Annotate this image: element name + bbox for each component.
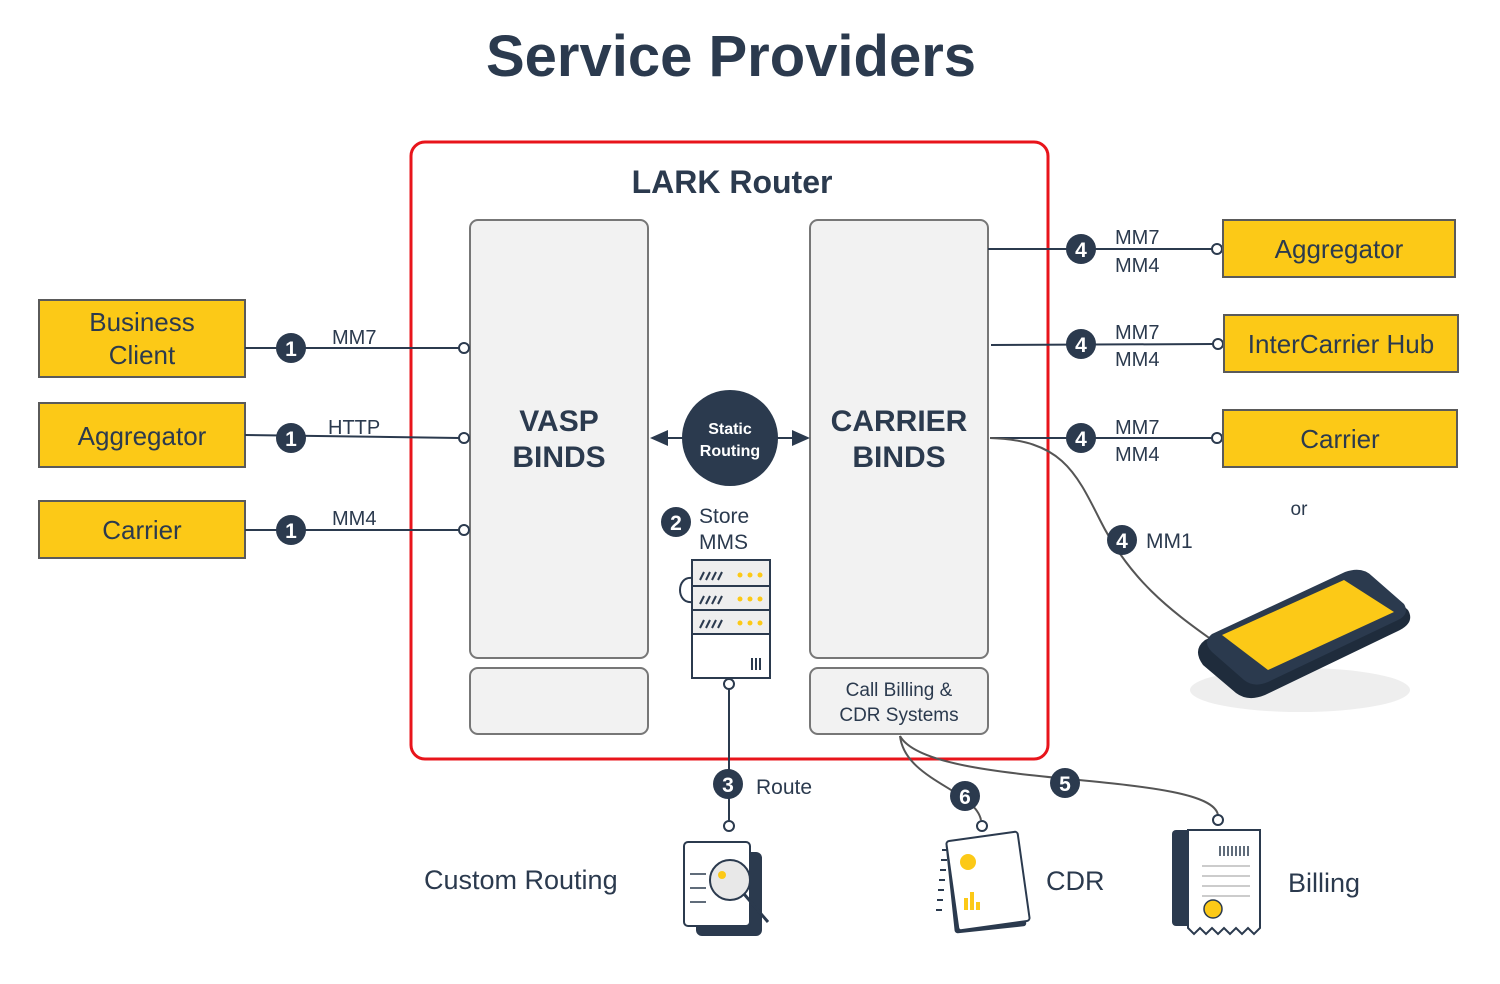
badge-3 [713, 769, 743, 799]
vasp-label-line2: BINDS [512, 441, 605, 474]
mm1-protocol-label: MM1 [1146, 530, 1193, 553]
badge-1 [276, 423, 306, 453]
hub-label-line1: Static [708, 421, 752, 438]
business-client-label-line1: Business [89, 307, 195, 337]
aggregator-right-port [1211, 243, 1223, 255]
badge-4-number: 4 [1075, 428, 1087, 451]
vasp-port-3 [458, 524, 470, 536]
right-peer-aggregator: 4 MM7 MM4 Aggregator [988, 219, 1456, 278]
carrier-binds-panel [809, 219, 989, 659]
arrow-right-icon [792, 430, 810, 446]
static-routing-hub [682, 390, 778, 486]
left-client-carrier: Carrier 1 MM4 [38, 500, 470, 559]
cdr-label: CDR [1046, 866, 1105, 896]
cdr-port [976, 820, 988, 832]
badge-4 [1066, 329, 1096, 359]
carrier-right-port [1211, 432, 1223, 444]
store-label-line2: MMS [699, 531, 748, 554]
protocol-label-mm7: MM7 [1115, 417, 1159, 439]
left-client-business: Business Client 1 MM7 [38, 299, 470, 378]
route-label: Route [756, 776, 812, 799]
vasp-binds-panel [469, 219, 649, 659]
cdr-line [899, 735, 982, 821]
business-client-box [38, 299, 246, 378]
call-billing-line2: CDR Systems [839, 705, 958, 726]
protocol-label-mm4: MM4 [1115, 349, 1159, 371]
aggregator-right-box [1222, 219, 1456, 278]
vasp-empty-panel [469, 667, 649, 735]
server-port [723, 678, 735, 690]
billing-label: Billing [1288, 868, 1360, 898]
carrier-left-label: Carrier [102, 515, 182, 545]
protocol-label-mm4: MM4 [1115, 444, 1159, 466]
call-billing-panel [809, 667, 989, 735]
badge-2 [661, 507, 691, 537]
carrier-right-box [1222, 409, 1458, 468]
badge-6-number: 6 [959, 786, 971, 809]
billing-port [1212, 814, 1224, 826]
mobile-phone-icon [1190, 569, 1411, 712]
badge-4 [1066, 234, 1096, 264]
carrier-right-label: Carrier [1300, 424, 1380, 454]
badge-4-number: 4 [1116, 530, 1128, 553]
router-title: LARK Router [632, 164, 833, 200]
aggregator-left-label: Aggregator [78, 421, 207, 451]
badge-4 [1107, 525, 1137, 555]
server-icon [679, 559, 771, 679]
badge-1-number: 1 [285, 520, 297, 543]
badge-4-number: 4 [1075, 239, 1087, 262]
vasp-port-2 [458, 432, 470, 444]
protocol-label-mm4: MM4 [1115, 255, 1159, 277]
badge-3-number: 3 [722, 774, 734, 797]
vasp-port-1 [458, 342, 470, 354]
arrow-left-icon [650, 430, 668, 446]
carrier-label-line2: BINDS [852, 441, 945, 474]
aggregator-right-label: Aggregator [1275, 234, 1404, 264]
call-billing-line1: Call Billing & [846, 680, 953, 701]
badge-5 [1050, 768, 1080, 798]
billing-receipt-icon [1172, 829, 1261, 936]
cdr-report-icon [936, 830, 1031, 934]
intercarrier-hub-box [1223, 314, 1459, 373]
routing-document-icon [683, 841, 770, 936]
page-title: Service Providers [486, 24, 976, 89]
intercarrier-port [1212, 338, 1224, 350]
left-client-aggregator: Aggregator 1 HTTP [38, 402, 470, 468]
badge-1-number: 1 [285, 338, 297, 361]
mm1-line [989, 437, 1213, 641]
badge-1 [276, 333, 306, 363]
badge-5-number: 5 [1059, 773, 1071, 796]
protocol-label: HTTP [328, 417, 380, 439]
badge-6 [950, 781, 980, 811]
protocol-label-mm7: MM7 [1115, 227, 1159, 249]
badge-2-number: 2 [670, 512, 682, 535]
store-label-line1: Store [699, 505, 749, 528]
hub-label-line2: Routing [700, 443, 760, 460]
intercarrier-line [990, 343, 1214, 346]
routing-doc-port [723, 820, 735, 832]
right-peer-carrier: 4 MM7 MM4 Carrier [990, 409, 1458, 468]
badge-4-number: 4 [1075, 334, 1087, 357]
carrier-label-line1: CARRIER [831, 405, 968, 438]
badge-1-number: 1 [285, 428, 297, 451]
or-label: or [1291, 499, 1309, 520]
business-client-label-line2: Client [109, 340, 176, 370]
intercarrier-hub-label: InterCarrier Hub [1248, 329, 1434, 359]
custom-routing-label: Custom Routing [424, 865, 618, 895]
right-peer-intercarrier: 4 MM7 MM4 InterCarrier Hub [990, 314, 1459, 373]
badge-4 [1066, 423, 1096, 453]
badge-1 [276, 515, 306, 545]
protocol-label: MM7 [332, 327, 376, 349]
vasp-label-line1: VASP [519, 405, 598, 438]
carrier-left-box [38, 500, 246, 559]
protocol-label-mm7: MM7 [1115, 322, 1159, 344]
protocol-label: MM4 [332, 508, 376, 530]
